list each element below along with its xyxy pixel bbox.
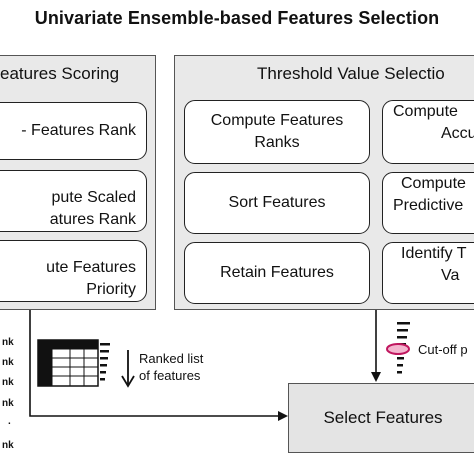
compute-scaled-features-rank-line2: atures Rank xyxy=(49,211,136,228)
sort-features-box: Sort Features xyxy=(184,172,370,234)
threshold-value-selection-panel-title: Threshold Value Selectio xyxy=(257,64,445,83)
compute-features-ranks-line1: Compute Features xyxy=(210,112,344,129)
identify-threshold-value-box: Identify T Va xyxy=(382,242,474,304)
compute-features-ranks-line2: Ranks xyxy=(254,134,300,151)
rank-label: . xyxy=(8,416,11,427)
ranked-list-label-line1: Ranked list xyxy=(139,351,204,366)
retain-features-box: Retain Features xyxy=(184,242,370,304)
features-scoring-panel-title: eatures Scoring xyxy=(0,64,120,83)
select-features-box: Select Features xyxy=(288,383,474,453)
ranked-list-label: Ranked list of features xyxy=(139,350,203,384)
ranked-bars-icon xyxy=(100,343,110,381)
rank-label: nk xyxy=(2,377,14,388)
compute-predictive-line2: Predictive xyxy=(393,197,464,214)
compute-accuracy-line1: Compute xyxy=(393,103,458,120)
rank-label: nk xyxy=(2,337,14,348)
rank-label: nk xyxy=(2,398,14,409)
compute-scaled-features-rank-line1: pute Scaled xyxy=(51,189,136,206)
cutoff-marker-icon xyxy=(386,343,410,355)
down-arrow-icon xyxy=(121,350,135,388)
cutoff-label: Cut-off p xyxy=(418,342,468,357)
ranked-list-label-line2: of features xyxy=(139,368,201,383)
rank-label: nk xyxy=(2,440,14,451)
compute-features-priority-box: ute Features Priority xyxy=(0,240,147,302)
identify-threshold-line2: Va xyxy=(441,267,460,284)
ranked-table-icon xyxy=(37,339,99,387)
compute-predictive-box: Compute Predictive xyxy=(382,172,474,234)
retain-features-label: Retain Features xyxy=(220,264,334,281)
compute-features-ranks-box: Compute Features Ranks xyxy=(184,100,370,164)
rank-label: nk xyxy=(2,357,14,368)
sort-features-label: Sort Features xyxy=(228,194,326,211)
compute-features-priority-line1: ute Features xyxy=(46,259,136,276)
select-features-label: Select Features xyxy=(323,408,443,427)
compute-scaled-features-rank-box: pute Scaled atures Rank xyxy=(0,170,147,232)
scoring-to-select-arrow xyxy=(29,310,288,421)
features-rank-box: - Features Rank xyxy=(0,102,147,160)
identify-threshold-line1: Identify T xyxy=(401,245,467,262)
compute-accuracy-line2: Accu xyxy=(441,125,474,142)
compute-accuracy-box: Compute Accu xyxy=(382,100,474,164)
compute-predictive-line1: Compute xyxy=(401,175,466,192)
diagram-title: Univariate Ensemble-based Features Selec… xyxy=(34,8,440,28)
features-rank-box-label: - Features Rank xyxy=(21,122,136,139)
compute-features-priority-line2: Priority xyxy=(86,281,136,298)
